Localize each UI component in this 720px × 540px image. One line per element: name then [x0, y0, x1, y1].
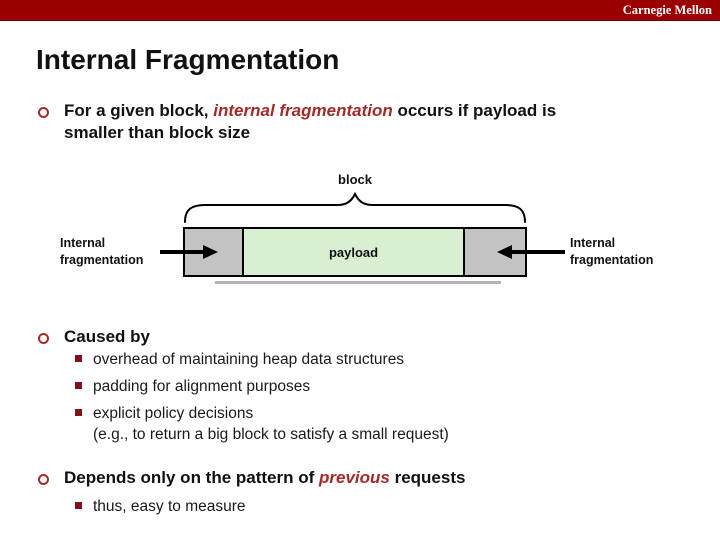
arrow-right-icon	[160, 245, 218, 259]
curly-brace-icon	[184, 192, 526, 223]
circle-bullet-icon	[38, 333, 49, 344]
circle-bullet-icon	[38, 107, 49, 118]
square-bullet-icon	[75, 409, 82, 416]
payload-label: payload	[328, 244, 379, 260]
list-item-text: overhead of maintaining heap data struct…	[93, 351, 405, 368]
bullet-intro-post: occurs if payload is smaller than block …	[64, 101, 557, 142]
bullet-depends-emphasis: previous	[319, 468, 390, 487]
left-fragmentation-label: Internal fragmentation	[60, 236, 144, 267]
depends-list: thus, easy to measure	[75, 496, 475, 523]
list-item: padding for alignment purposes	[75, 376, 595, 397]
list-item-text: explicit policy decisions	[93, 405, 254, 422]
bullet-depends: Depends only on the pattern of previous …	[64, 467, 664, 489]
list-item: overhead of maintaining heap data struct…	[75, 349, 595, 370]
square-bullet-icon	[75, 382, 82, 389]
bullet-intro-emphasis: internal fragmentation	[213, 101, 393, 120]
list-item: thus, easy to measure	[75, 496, 475, 517]
list-item-text: thus, easy to measure	[93, 498, 246, 515]
circle-bullet-icon	[38, 474, 49, 485]
diagram-block-label: block	[338, 172, 372, 187]
list-item-note: (e.g., to return a big block to satisfy …	[93, 426, 449, 443]
bullet-intro-pre: For a given block,	[64, 101, 214, 120]
square-bullet-icon	[75, 502, 82, 509]
bullet-depends-post: requests	[389, 468, 466, 487]
header-bar: Carnegie Mellon	[0, 0, 720, 21]
brand-text: Carnegie Mellon	[622, 3, 712, 17]
list-item: explicit policy decisions (e.g., to retu…	[75, 403, 595, 445]
bullet-caused-by: Caused by	[64, 327, 150, 346]
bullet-intro: For a given block, internal fragmentatio…	[64, 100, 614, 144]
bullet-depends-pre: Depends only on the pattern of	[64, 468, 320, 487]
square-bullet-icon	[75, 355, 82, 362]
arrow-left-icon	[497, 245, 565, 259]
caused-by-list: overhead of maintaining heap data struct…	[75, 349, 595, 451]
block-diagram: payload	[183, 227, 527, 277]
box-shadow	[215, 281, 501, 284]
page-title: Internal Fragmentation	[36, 44, 340, 75]
payload-segment: payload	[244, 229, 463, 275]
right-fragmentation-label: Internal fragmentation	[570, 236, 654, 267]
list-item-text: padding for alignment purposes	[93, 378, 311, 395]
